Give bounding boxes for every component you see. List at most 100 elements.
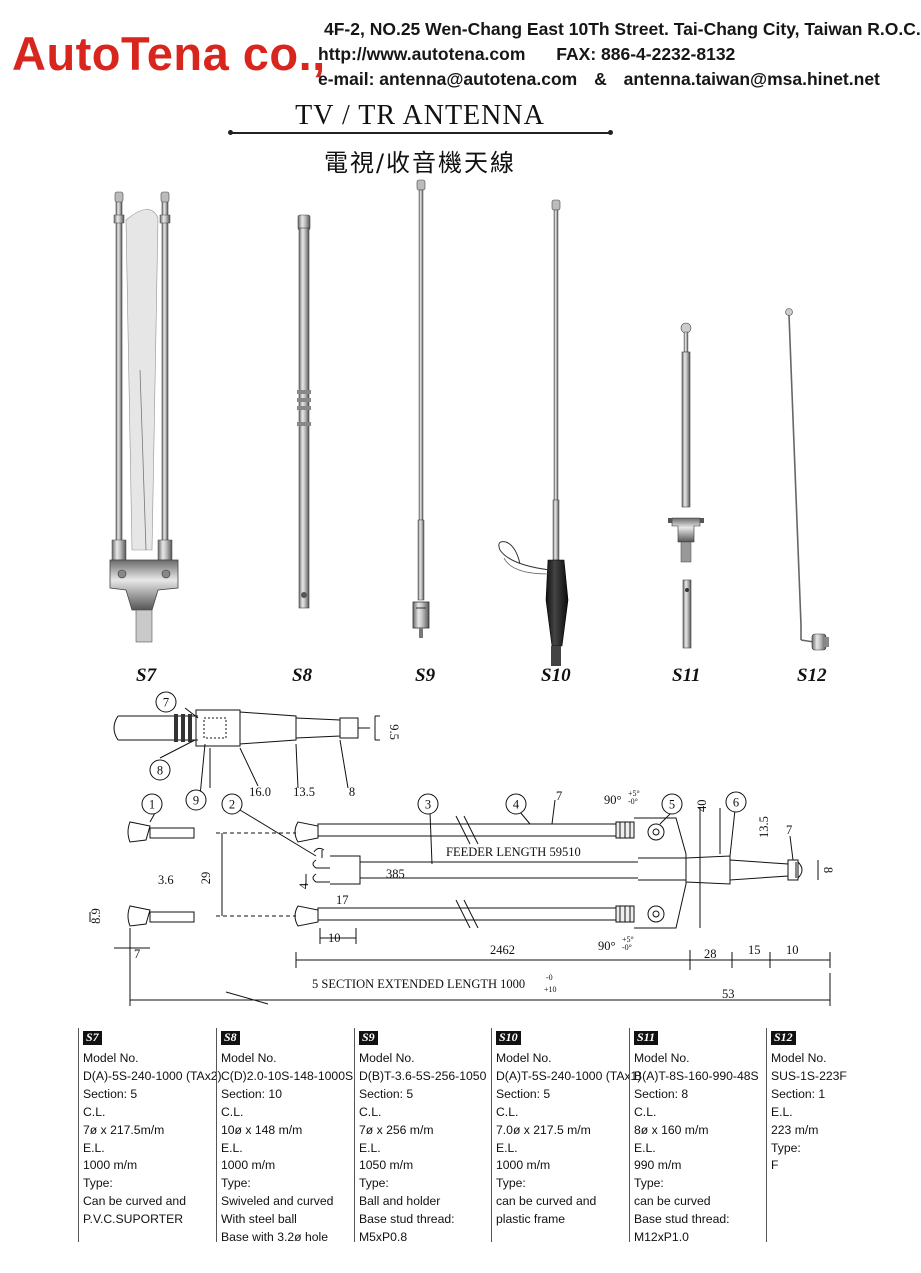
label-s7: S7 [136, 665, 157, 686]
tol-plus-bottom: +5° [622, 935, 634, 944]
website-link[interactable]: http://www.autotena.com [318, 44, 526, 64]
spec-line: Section: 8 [634, 1086, 689, 1101]
dim-28: 28 [704, 947, 717, 961]
dim-40: 40 [695, 800, 709, 813]
spec-line: Model No. [771, 1051, 827, 1065]
spec-line: Model No. [496, 1051, 552, 1065]
svg-text:6: 6 [733, 796, 739, 810]
spec-line: 223 m/m [771, 1122, 819, 1137]
ext-tol-top: -0 [546, 973, 553, 982]
svg-text:2: 2 [229, 798, 235, 812]
dim-90-bottom: 90° [598, 939, 616, 953]
fax-number: FAX: 886-4-2232-8132 [556, 44, 736, 64]
feeder-length: FEEDER LENGTH 59510 [446, 845, 581, 859]
spec-line: Type: [83, 1176, 113, 1191]
spec-line: Model No. [221, 1051, 277, 1065]
spec-line: Type: [359, 1176, 389, 1191]
dim-8b: 8 [821, 867, 835, 873]
product-s7-image [109, 191, 179, 643]
spec-line: 990 m/m [634, 1158, 682, 1173]
spec-line: B(A)T-8S-160-990-48S [634, 1068, 759, 1083]
product-illustrations [109, 179, 829, 666]
spec-line: can be curved [634, 1194, 711, 1209]
spec-line: Model No. [634, 1051, 690, 1065]
spec-line: plastic frame [496, 1212, 566, 1227]
label-s10: S10 [541, 665, 571, 686]
dim-15: 15 [748, 943, 761, 957]
spec-line: 1000 m/m [83, 1158, 138, 1173]
title-divider [230, 132, 612, 134]
spec-line: 10ø x 148 m/m [221, 1122, 303, 1137]
dim-2462: 2462 [490, 943, 515, 957]
dim-16-0: 16.0 [249, 785, 271, 799]
spec-line: D(A)T-5S-240-1000 (TAx1) [496, 1068, 642, 1083]
tol-minus-bottom: -0° [622, 943, 632, 952]
spec-line: D(A)-5S-240-1000 (TAx2) [83, 1068, 222, 1083]
spec-line: SUS-1S-223F [771, 1068, 847, 1083]
spec-line: Base with 3.2ø hole [221, 1230, 329, 1245]
dim-17: 17 [336, 893, 349, 907]
spec-line: Can be curved and [83, 1194, 186, 1209]
spec-badge: S7 [83, 1031, 102, 1045]
divider-dot-left [228, 130, 233, 135]
spec-badge: S11 [634, 1031, 659, 1045]
page-subtitle: 電視/收音機天線 [323, 149, 517, 177]
dim-8-top: 8 [349, 785, 355, 799]
spec-line: E.L. [496, 1140, 518, 1155]
spec-line: Section: 1 [771, 1086, 826, 1101]
email-primary[interactable]: e-mail: antenna@autotena.com [318, 69, 578, 89]
dim-13-5: 13.5 [293, 785, 315, 799]
spec-badge: S10 [496, 1031, 521, 1045]
spec-line: C.L. [634, 1104, 657, 1119]
dim-3-6: 3.6 [158, 873, 174, 887]
label-s11: S11 [672, 665, 701, 686]
spec-line: Type: [496, 1176, 526, 1191]
email-separator: & [594, 69, 607, 89]
company-logo: AutoTena co., [12, 27, 326, 80]
spec-line: M5xP0.8 [359, 1230, 408, 1245]
product-s9-image [412, 179, 430, 638]
dim-10a: 10 [328, 931, 341, 945]
spec-line: Section: 5 [359, 1086, 414, 1101]
spec-line: 1000 m/m [496, 1158, 551, 1173]
spec-line: E.L. [634, 1140, 656, 1155]
spec-line: 7ø x 256 m/m [359, 1122, 434, 1137]
callout-3: 3 [417, 793, 439, 815]
spec-column-s7: S7 Model No.D(A)-5S-240-1000 (TAx2)Secti… [78, 1028, 222, 1242]
spec-line: E.L. [771, 1104, 793, 1119]
spec-line: E.L. [221, 1140, 243, 1155]
address: 4F-2, NO.25 Wen-Chang East 10Th Street. … [324, 19, 921, 39]
dim-385: 385 [386, 867, 405, 881]
dim-9-5: 9.5 [387, 724, 401, 740]
spec-line: 1050 m/m [359, 1158, 414, 1173]
spec-column-s10: S10 Model No.D(A)T-5S-240-1000 (TAx1)Sec… [491, 1028, 642, 1242]
spec-line: C.L. [221, 1104, 244, 1119]
divider-dot-right [608, 130, 613, 135]
spec-line: Base stud thread: [359, 1212, 455, 1227]
dim-4: 4 [297, 882, 311, 889]
spec-line: can be curved and [496, 1194, 597, 1209]
dim-13-5b: 13.5 [757, 816, 771, 838]
spec-line: 8ø x 160 m/m [634, 1122, 709, 1137]
spec-line: F [771, 1158, 779, 1173]
spec-line: Section: 5 [83, 1086, 138, 1101]
label-s12: S12 [797, 665, 827, 686]
callout-9: 9 [185, 789, 207, 811]
spec-badge: S8 [221, 1031, 240, 1045]
spec-line: M12xP1.0 [634, 1230, 689, 1245]
callout-6: 6 [725, 791, 747, 813]
dim-90-top: 90° [604, 793, 622, 807]
spec-line: Model No. [359, 1051, 415, 1065]
spec-column-s11: S11 Model No. B(A)T-8S-160-990-48S Section… [629, 1028, 766, 1244]
dim-10b: 10 [786, 943, 799, 957]
svg-text:5: 5 [669, 798, 675, 812]
email-secondary[interactable]: antenna.taiwan@msa.hinet.net [623, 69, 880, 89]
spec-line: E.L. [359, 1140, 381, 1155]
spec-line: Type: [771, 1140, 801, 1155]
svg-text:7: 7 [163, 696, 169, 710]
tol-plus-top: +5° [628, 789, 640, 798]
spec-line: 7ø x 217.5m/m [83, 1122, 165, 1137]
spec-line: Type: [221, 1176, 251, 1191]
